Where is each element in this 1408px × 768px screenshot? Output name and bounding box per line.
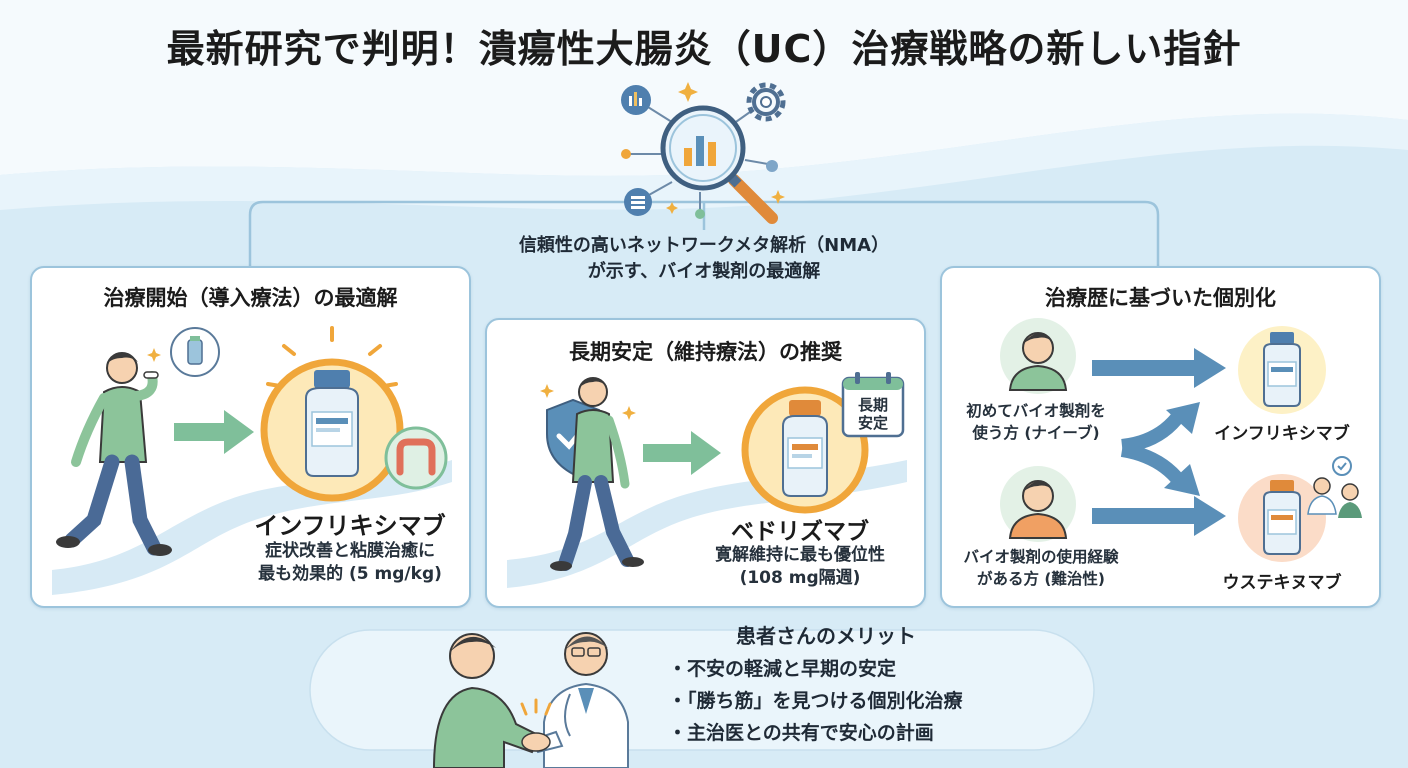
calendar-text: 長期 安定 xyxy=(843,396,903,432)
center-caption: 信頼性の高いネットワークメタ解析（NMA） が示す、バイオ製剤の最適解 xyxy=(404,233,1004,285)
personalized-illustration xyxy=(1000,318,1362,562)
calendar-line1: 長期 xyxy=(857,396,888,414)
benefit-item: ・「勝ち筋」を見つける個別化治療 xyxy=(668,690,963,712)
doctor-icon xyxy=(1307,456,1362,518)
experienced-line2: がある方 (難治性) xyxy=(976,570,1106,588)
calendar-icon xyxy=(841,372,905,438)
benefits-title: 患者さんのメリット xyxy=(736,624,916,648)
experienced-line1: バイオ製剤の使用経験 xyxy=(963,548,1119,566)
induction-drug-name: インフリキシマブ xyxy=(254,512,446,540)
induction-card: 治療開始（導入療法）の最適解 xyxy=(30,266,471,608)
personalized-drug1-name: インフリキシマブ xyxy=(1214,424,1350,444)
naive-line2: 使う方 (ナイーブ) xyxy=(972,424,1100,442)
induction-illustration xyxy=(52,326,452,595)
center-caption-line1: 信頼性の高いネットワークメタ解析（NMA） xyxy=(518,235,890,256)
center-caption-line2: が示す、バイオ製剤の最適解 xyxy=(587,261,821,282)
induction-card-title: 治療開始（導入療法）の最適解 xyxy=(103,286,398,310)
calendar-line2: 安定 xyxy=(857,414,888,432)
naive-patient-label: 初めてバイオ製剤を 使う方 (ナイーブ) xyxy=(946,400,1126,444)
benefit-item: ・不安の軽減と早期の安定 xyxy=(668,658,897,680)
induction-description: 症状改善と粘膜治癒に 最も効果的 (5 mg/kg) xyxy=(240,540,460,586)
maintenance-desc-line1: 寛解維持に最も優位性 xyxy=(715,545,885,565)
benefit-item: ・主治医との共有で安心の計画 xyxy=(668,722,934,744)
walking-person-icon xyxy=(550,377,644,571)
maintenance-illustration xyxy=(507,372,907,588)
personalized-drug2-name: ウステキヌマブ xyxy=(1222,573,1342,593)
maintenance-description: 寛解維持に最も優位性 (108 mg隔週) xyxy=(690,544,910,590)
naive-line1: 初めてバイオ製剤を xyxy=(966,402,1106,420)
induction-desc-line2: 最も効果的 (5 mg/kg) xyxy=(258,564,442,584)
maintenance-drug-name: ベドリズマブ xyxy=(731,519,869,545)
maintenance-card-title: 長期安定（維持療法）の推奨 xyxy=(569,340,842,364)
personalized-card-title: 治療歴に基づいた個別化 xyxy=(1045,286,1276,310)
magnifier-analysis-icon xyxy=(621,82,786,224)
maintenance-desc-line2: (108 mg隔週) xyxy=(739,568,861,588)
page-title: 最新研究で判明！潰瘍性大腸炎（UC）治療戦略の新しい指針 xyxy=(166,27,1242,71)
experienced-patient-label: バイオ製剤の使用経験 がある方 (難治性) xyxy=(946,546,1136,590)
walking-person-icon xyxy=(56,352,172,556)
induction-desc-line1: 症状改善と粘膜治癒に xyxy=(265,541,435,561)
handshake-illustration xyxy=(432,632,629,768)
